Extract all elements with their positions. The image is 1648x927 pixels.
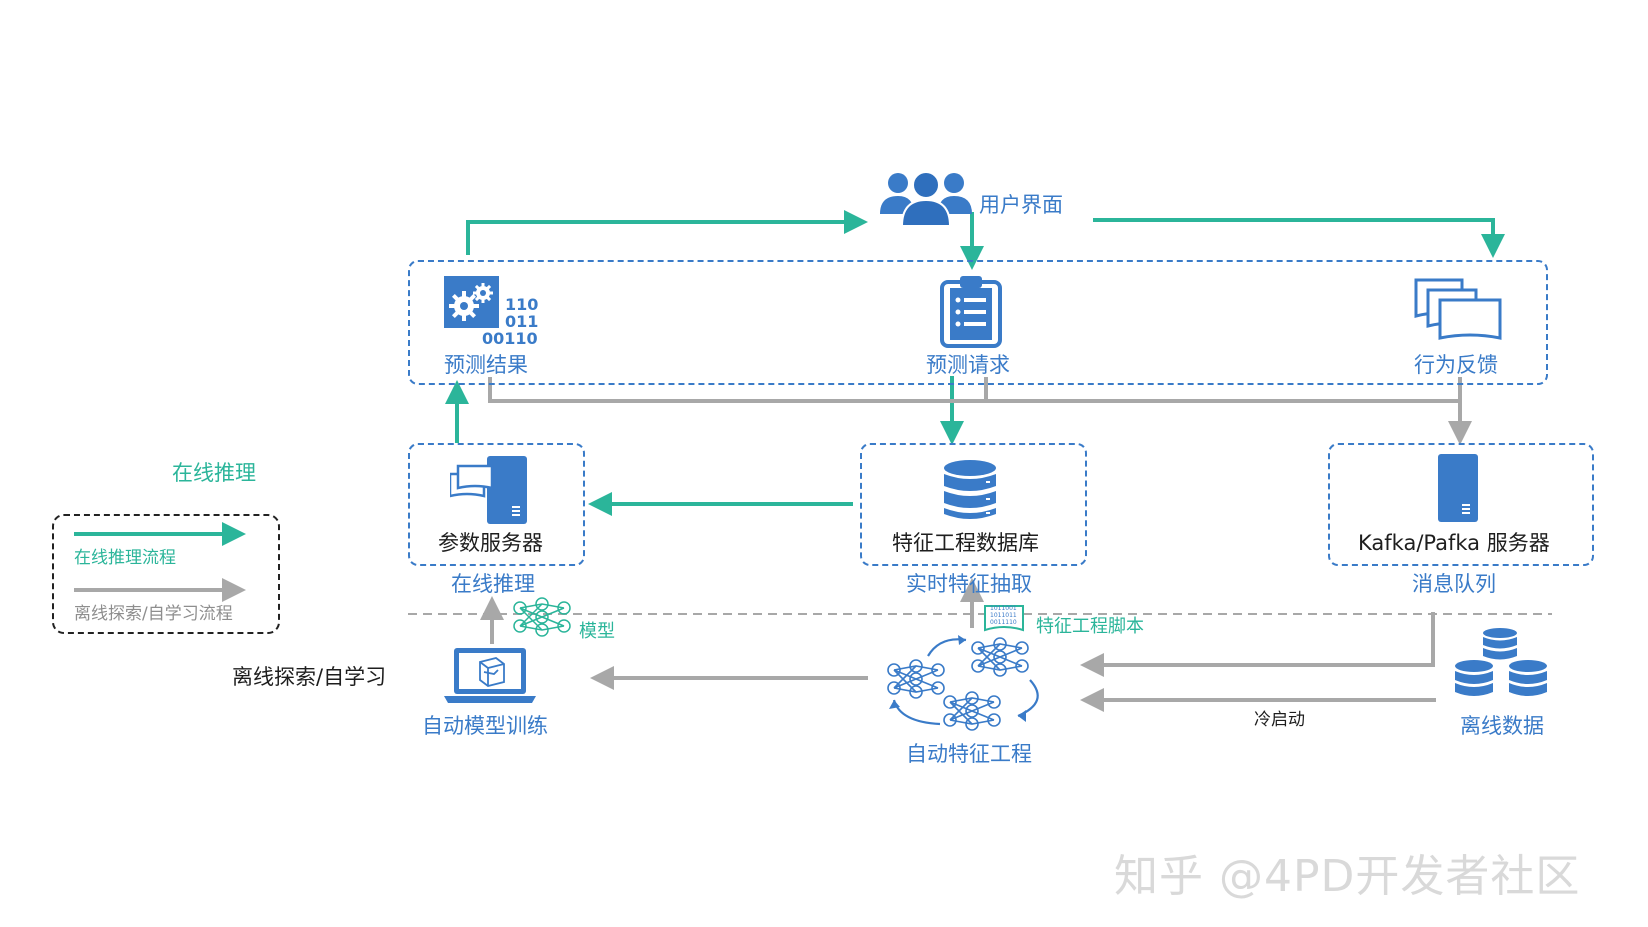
binary-line-3: 00110 [482,329,538,348]
legend-title: 在线推理 [172,461,256,485]
top-service-box [408,260,1548,385]
model-network-icon [513,597,571,637]
feature-db-box [860,443,1087,566]
cold-start-label: 冷启动 [1254,710,1305,730]
script-bits-3: 0011110 [990,619,1017,626]
database-icon [944,460,996,519]
behavior-feedback-label: 行为反馈 [1414,353,1498,377]
model-label: 模型 [579,621,615,642]
script-bits-1: 1011001 [990,605,1017,612]
legend-box [52,514,280,634]
server-icon [1438,454,1478,522]
documents-icon [1414,278,1502,340]
legend-online-label: 在线推理流程 [74,548,176,568]
prediction-result-label: 预测结果 [444,353,528,377]
message-queue-label: 消息队列 [1412,572,1496,596]
watermark: 知乎 @4PD开发者社区 [1114,851,1581,902]
legend-offline-label: 离线探索/自学习流程 [74,604,233,624]
line-gray-collector [488,377,1460,403]
gears-icon [444,276,499,328]
offline-databases-icon [1455,628,1547,696]
arrow-ui-to-feedback [1093,218,1505,258]
kafka-server-label: Kafka/Pafka 服务器 [1358,531,1550,555]
feature-script-label: 特征工程脚本 [1036,616,1144,637]
script-bits-2: 1011011 [990,612,1017,619]
param-server-box [408,443,585,566]
realtime-feature-label: 实时特征抽取 [906,572,1032,596]
arrow-queue-to-autofeature [1080,612,1435,677]
offline-data-label: 离线数据 [1460,714,1544,738]
user-interface-label: 用户界面 [979,193,1063,217]
users-icon [880,171,972,227]
laptop-icon [444,648,536,703]
feature-network-icon [887,635,1039,731]
arrow-result-to-ui [466,210,868,255]
clipboard-icon [940,276,1002,348]
auto-feature-label: 自动特征工程 [906,742,1032,766]
feature-db-label: 特征工程数据库 [892,531,1039,555]
param-server-icon [450,456,527,524]
auto-training-label: 自动模型训练 [422,714,548,738]
param-server-label: 参数服务器 [438,531,543,555]
prediction-request-label: 预测请求 [926,353,1010,377]
online-inference-label: 在线推理 [451,572,535,596]
binary-line-2: 011 [505,312,539,331]
binary-line-1: 110 [505,295,539,314]
offline-section-label: 离线探索/自学习 [232,665,387,689]
kafka-box [1328,443,1594,566]
script-document-icon [984,605,1024,632]
